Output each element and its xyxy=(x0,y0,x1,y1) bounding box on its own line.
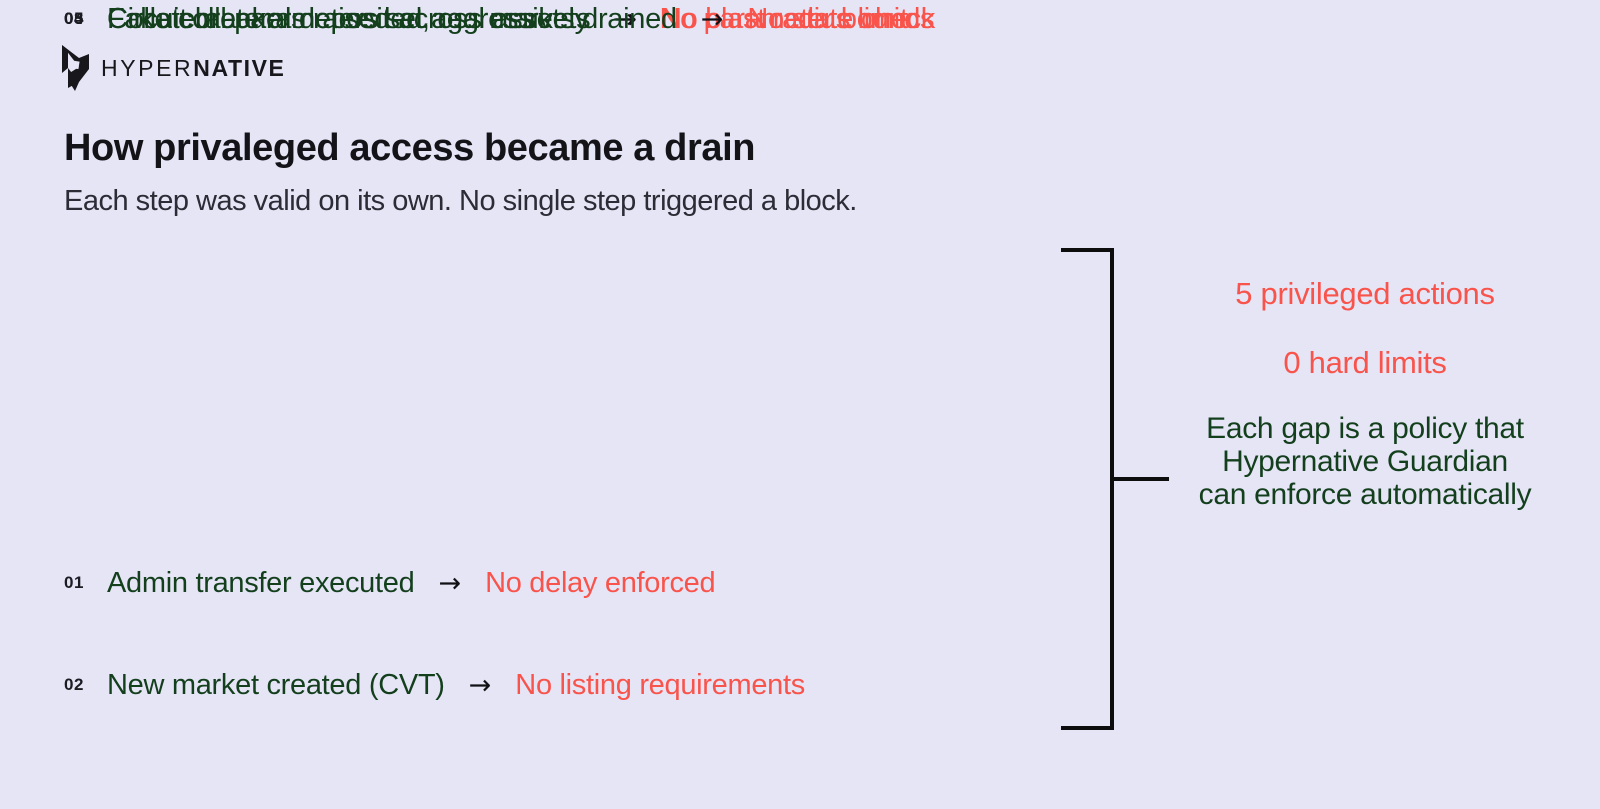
guardian-note-line-1: Each gap is a policy that xyxy=(1206,412,1524,445)
arrow-right-icon: → xyxy=(612,3,636,35)
guardian-note-line-2: Hypernative Guardian xyxy=(1222,445,1508,478)
arrow-right-icon: → xyxy=(700,3,724,35)
step-row-5: 05 Fake collateral deposited, real asset… xyxy=(64,0,935,38)
step-row-3: 03 Collateral parameters set aggressivel… xyxy=(64,0,935,38)
step-number: 05 xyxy=(64,9,84,28)
step-number: 04 xyxy=(64,9,84,28)
bracket-vertical-line xyxy=(1110,248,1114,730)
step-gap: No blast radius limit xyxy=(660,2,908,35)
step-gap: No parameter bounds xyxy=(659,2,935,35)
arrow-right-icon: → xyxy=(614,3,637,35)
bracket-top-arm xyxy=(1061,248,1114,252)
arrow-right-icon: → xyxy=(468,669,492,701)
step-gap: No listing requirements xyxy=(515,668,805,701)
hypernative-logo: HYPERNATIVE xyxy=(58,44,285,92)
bracket-middle-tick xyxy=(1114,477,1169,481)
step-row-2: 02 New market created (CVT) → No listing… xyxy=(64,666,805,704)
step-row-1: 01 Admin transfer executed → No delay en… xyxy=(64,564,716,602)
step-number: 03 xyxy=(64,9,84,28)
stat-hard-limits: 0 hard limits xyxy=(1283,345,1447,380)
step-number: 02 xyxy=(64,675,84,694)
step-action: Circuit breakers raised across markets xyxy=(107,2,591,35)
step-action: New market created (CVT) xyxy=(107,668,445,701)
arrow-right-icon: → xyxy=(438,567,462,599)
step-gap: No state check xyxy=(747,2,936,35)
step-action: Collateral parameters set aggressively xyxy=(107,2,589,35)
guardian-note: Each gap is a policy that Hypernative Gu… xyxy=(1140,412,1590,511)
step-gap: No delay enforced xyxy=(485,566,716,599)
guardian-note-line-3: can enforce automatically xyxy=(1198,478,1532,511)
stat-privileged-actions: 5 privileged actions xyxy=(1235,276,1495,311)
step-row-4: 04 Circuit breakers raised across market… xyxy=(64,0,908,38)
step-action: Fake collateral deposited, real assets d… xyxy=(107,2,677,35)
step-action: Admin transfer executed xyxy=(107,566,415,599)
logo-wordmark-light: HYPER xyxy=(101,54,194,81)
page-subtitle: Each step was valid on its own. No singl… xyxy=(64,185,857,217)
hypernative-bolt-icon xyxy=(62,45,89,91)
step-number: 01 xyxy=(64,573,84,592)
logo-wordmark-bold: NATIVE xyxy=(193,54,286,81)
logo-wordmark: HYPERNATIVE xyxy=(101,54,286,81)
bracket-bottom-arm xyxy=(1061,726,1114,730)
page-title: How privaleged access became a drain xyxy=(64,127,756,169)
